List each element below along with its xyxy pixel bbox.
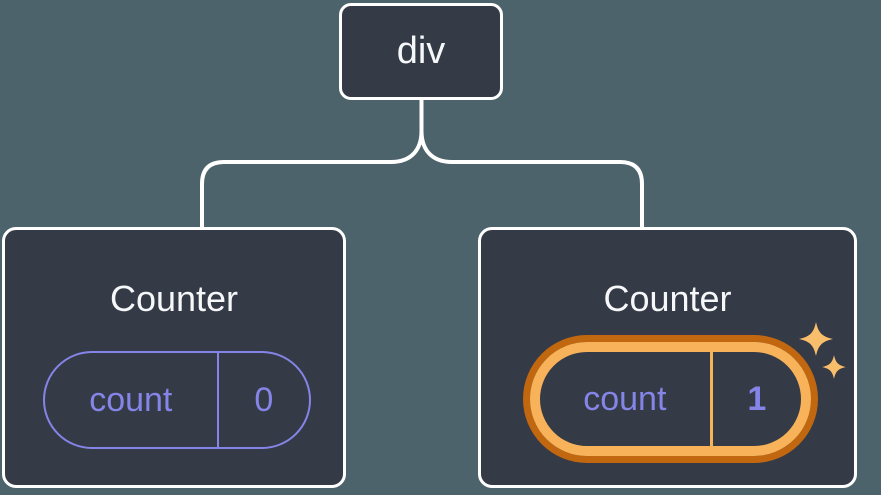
sparkle-large [799, 322, 833, 356]
state-value: 0 [216, 353, 309, 447]
counter-title: Counter [109, 278, 239, 319]
sparkles-icon [799, 322, 846, 379]
state-key: count [89, 380, 173, 419]
state-pill: count 0 [43, 351, 311, 449]
root-node: div [339, 3, 503, 100]
connector-left-branch [200, 100, 424, 227]
counter-title: Counter [603, 278, 732, 319]
state-key: count [583, 379, 667, 418]
counter-node-right: Counter count 1 [478, 227, 857, 488]
root-node-label: div [396, 30, 446, 72]
state-value: 1 [709, 352, 801, 446]
sparkle-small [822, 355, 846, 379]
counter-node-left: Counter count 0 [2, 227, 346, 488]
connector-right-branch [419, 100, 644, 227]
state-pill-highlighted: count 1 [530, 342, 811, 456]
